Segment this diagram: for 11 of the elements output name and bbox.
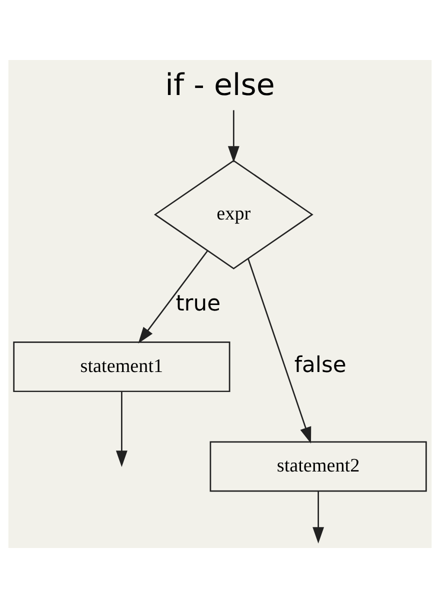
arrow bbox=[312, 491, 324, 544]
diagram-title: if - else bbox=[165, 68, 275, 103]
edge-label: true bbox=[176, 292, 221, 317]
node-box: statement2 bbox=[210, 441, 427, 492]
arrow bbox=[228, 110, 240, 163]
node-box: statement1 bbox=[13, 342, 230, 392]
node-diamond: expr bbox=[154, 160, 314, 270]
arrow bbox=[138, 250, 208, 344]
arrow bbox=[116, 392, 128, 468]
edge-label: false bbox=[294, 352, 346, 378]
arrow bbox=[248, 258, 312, 444]
